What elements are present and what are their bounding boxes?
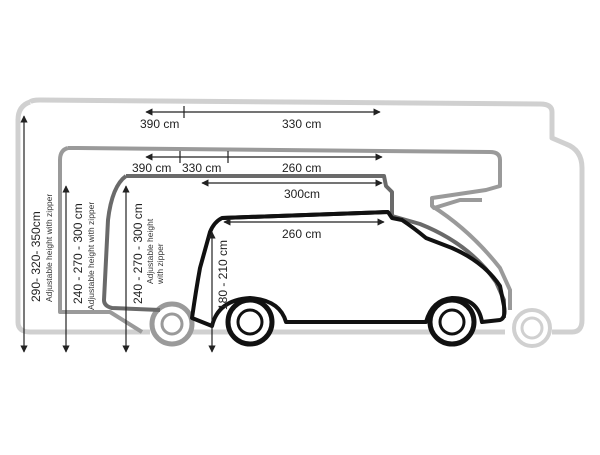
- label-top-length: 330 cm: [282, 117, 321, 131]
- label-middle-length-b: 260 cm: [282, 161, 321, 175]
- vertical-dimensions: [20, 115, 216, 353]
- van-front-wheel: [225, 297, 275, 347]
- label-height-van: 180 - 210 cm: [216, 240, 230, 310]
- label-height-medium: 240 - 270 - 300 cm: [71, 203, 85, 304]
- medium-motorhome-outline: [58, 146, 512, 347]
- van-rear-wheel: [427, 297, 477, 347]
- label-height-large-note: Adjustable height with zipper: [44, 194, 54, 302]
- label-middle-width: 390 cm: [132, 161, 171, 175]
- large-motorhome-outline: [15, 97, 585, 348]
- label-height-medium-note: Adjustable height with zipper: [86, 202, 96, 310]
- label-middle-length: 330 cm: [182, 161, 221, 175]
- label-length-300: 300cm: [284, 187, 320, 201]
- label-top-width: 390 cm: [140, 117, 179, 131]
- label-height-small-note-1: Adjustable height: [145, 218, 155, 284]
- camper-van-outline: [190, 210, 507, 347]
- label-height-small-note-2: with zipper: [155, 243, 165, 285]
- label-length-260: 260 cm: [282, 227, 321, 241]
- label-height-large: 290- 320- 350cm: [29, 211, 43, 302]
- label-height-small: 240 - 270 - 300 cm: [131, 203, 145, 304]
- horizontal-dimensions: [145, 106, 385, 226]
